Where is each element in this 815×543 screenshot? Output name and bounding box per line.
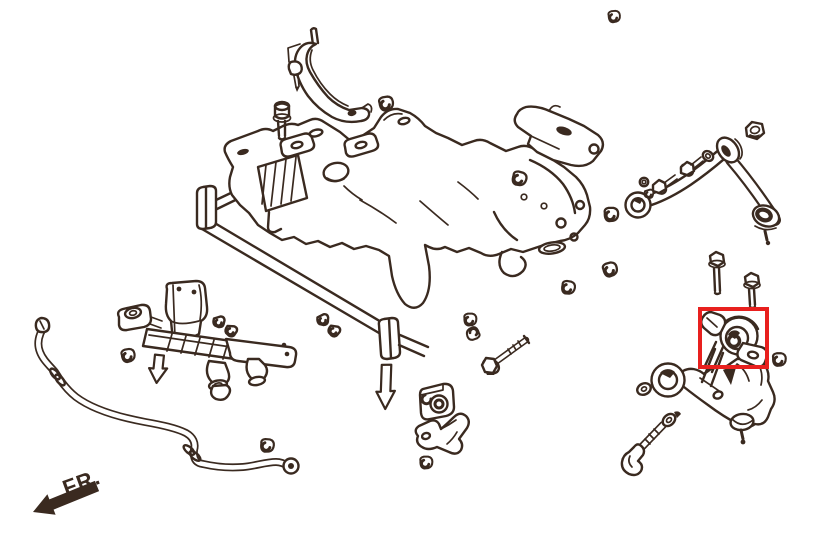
stabilizer-bar [34, 316, 300, 475]
flange-bolt-b [743, 271, 761, 310]
subframe-alignment-frame [195, 180, 430, 361]
lower-control-arm [636, 347, 776, 445]
direction-arrow-right [375, 363, 396, 411]
front-crossmember-brace [116, 279, 298, 402]
stabilizer-end-link [620, 411, 681, 477]
highlight-box [698, 307, 769, 369]
upper-support-bracket [293, 27, 373, 124]
socket-head-bolt [272, 100, 292, 141]
small-flange-bolt [287, 43, 303, 92]
long-flange-bolt [480, 334, 531, 375]
flange-bolt-a [708, 250, 726, 296]
main-subframe-crossmember [223, 104, 605, 309]
stabilizer-bar-bracket [414, 412, 470, 455]
front-direction-label: FR. [59, 464, 104, 501]
upper-control-arm [624, 120, 781, 246]
front-direction-marker: FR. [33, 464, 104, 515]
front-direction-arrow-icon [33, 480, 100, 515]
stabilizer-bar-bushing [418, 382, 456, 421]
direction-arrow-left [147, 353, 169, 385]
